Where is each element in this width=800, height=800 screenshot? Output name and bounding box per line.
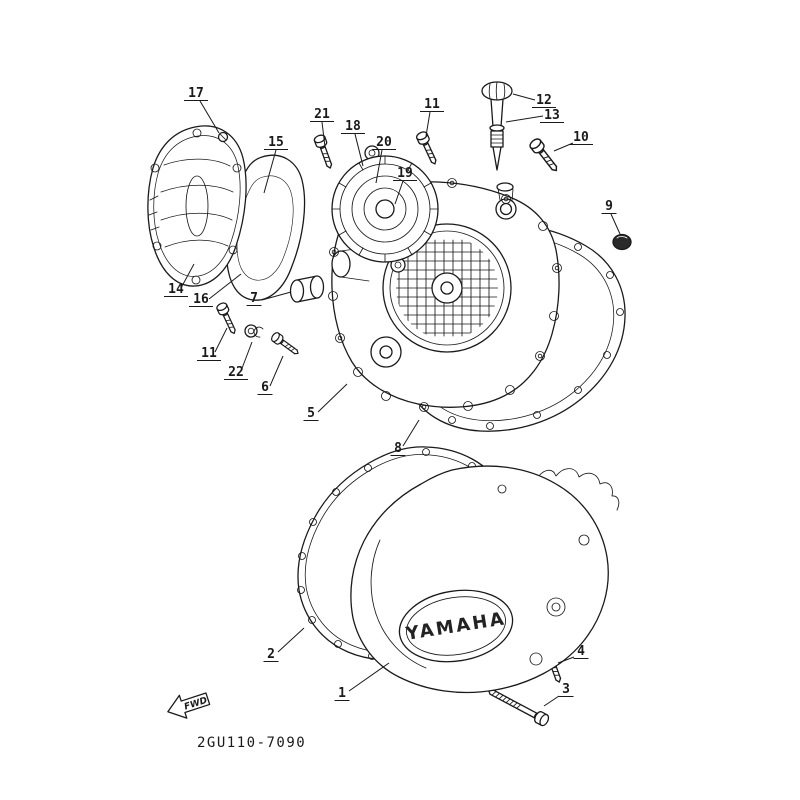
callout-leader-11-14 <box>180 263 195 289</box>
callout-leader-1-21 <box>321 121 326 148</box>
callout-leader-13-7 <box>261 291 292 301</box>
callout-label-16-6: 6 <box>261 380 269 395</box>
callout-leader-17-5 <box>317 383 348 413</box>
callout-label-6-10: 10 <box>573 130 589 145</box>
callout-leader-10-9 <box>610 213 621 235</box>
callout-label-10-9: 9 <box>605 199 613 214</box>
callout-label-15-22: 22 <box>228 365 244 380</box>
callout-label-8-20: 20 <box>376 135 392 150</box>
callout-label-5-13: 13 <box>544 108 560 123</box>
bolt-part-11-left <box>215 300 240 337</box>
fwd-label: FWD <box>183 696 209 713</box>
fwd-arrow-shape <box>167 692 211 719</box>
callout-label-19-2: 2 <box>267 647 275 662</box>
bolt-part-3 <box>485 684 551 728</box>
callout-leader-5-13 <box>505 115 544 123</box>
callout-label-3-11: 11 <box>424 97 440 112</box>
callout-leader-4-12 <box>512 93 536 101</box>
part-22-clip <box>244 324 264 338</box>
callout-label-22-3: 3 <box>562 682 570 697</box>
callout-leader-16-6 <box>269 355 284 387</box>
bolt-part-10 <box>527 136 562 176</box>
part-code-label: 2GU110-7090 <box>197 735 306 751</box>
callout-label-11-14: 14 <box>168 282 184 297</box>
part-9-plug <box>612 233 632 251</box>
callout-leader-12-16 <box>208 273 242 300</box>
callout-label-14-11: 11 <box>201 346 217 361</box>
diaphragm-ticks <box>331 155 439 263</box>
callout-label-18-8: 8 <box>394 441 402 456</box>
callout-leader-7-15 <box>263 149 277 194</box>
callout-label-7-15: 15 <box>268 135 284 150</box>
callout-label-13-7: 7 <box>250 291 258 306</box>
part-12-13-dipstick <box>481 81 513 171</box>
part-14-left-cover <box>147 125 247 287</box>
callout-leader-8-20 <box>375 149 383 184</box>
callout-leader-14-11 <box>214 327 228 353</box>
callout-leader-0-17 <box>199 100 220 134</box>
cooling-fins <box>535 468 620 511</box>
callout-leader-9-19 <box>394 180 404 205</box>
callout-leader-19-2 <box>277 627 305 653</box>
bolt-part-11-top <box>414 129 441 167</box>
part-7-bushing <box>289 275 325 303</box>
screw-part-17 <box>217 131 229 143</box>
callout-leader-22-3 <box>543 695 560 707</box>
callout-leader-3-11 <box>425 111 431 137</box>
callout-label-4-12: 12 <box>536 93 552 108</box>
callout-label-9-19: 19 <box>397 166 413 181</box>
callout-label-1-21: 21 <box>314 107 330 122</box>
callout-label-0-17: 17 <box>188 86 204 101</box>
callout-label-17-5: 5 <box>307 406 315 421</box>
callout-leader-15-22 <box>240 341 253 372</box>
callout-label-21-4: 4 <box>577 644 585 659</box>
callout-leader-20-1 <box>348 662 390 692</box>
callout-label-20-1: 1 <box>338 686 346 701</box>
fwd-arrow: FWD <box>167 692 211 719</box>
callout-leader-2-18 <box>354 133 364 167</box>
callout-leader-21-4 <box>557 656 575 664</box>
part-18-20-round-cover <box>331 145 439 273</box>
part-1-crankcase-cover-emblem: YAMAHA <box>350 465 620 694</box>
callout-label-2-18: 18 <box>345 119 361 134</box>
callout-leader-18-8 <box>402 419 420 447</box>
screw-part-6 <box>269 330 302 359</box>
callout-label-12-16: 16 <box>193 292 209 307</box>
